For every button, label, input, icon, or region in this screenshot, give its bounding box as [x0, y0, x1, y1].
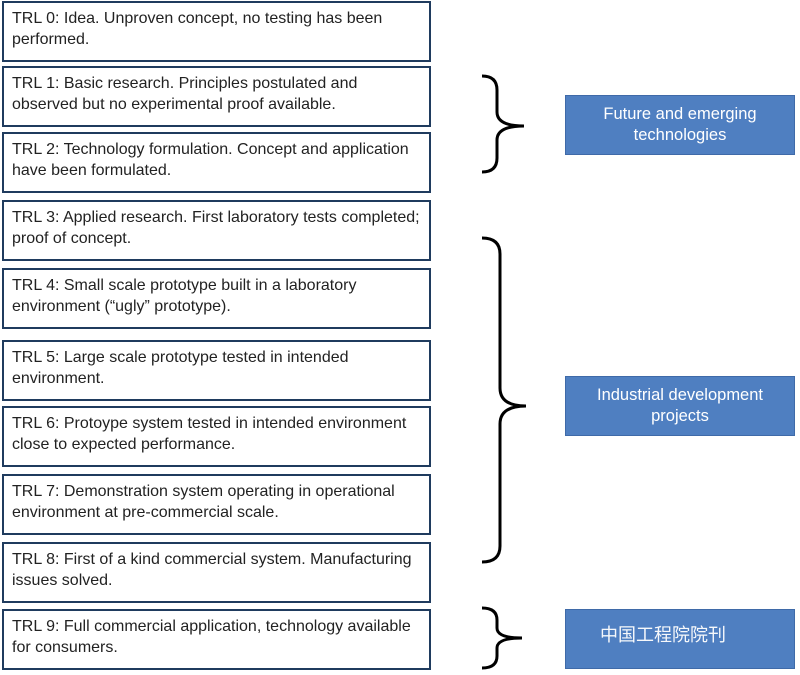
trl-level-2-text: TRL 2: Technology formulation. Concept a… [12, 141, 409, 179]
trl-level-6: TRL 6: Protoype system tested in intende… [2, 406, 431, 467]
trl-level-9-text: TRL 9: Full commercial application, tech… [12, 618, 411, 656]
trl-level-3-text: TRL 3: Applied research. First laborator… [12, 209, 420, 247]
trl-level-1: TRL 1: Basic research. Principles postul… [2, 66, 431, 127]
trl-level-4-text: TRL 4: Small scale prototype built in a … [12, 277, 357, 315]
watermark: 中国工程院院刊 [600, 625, 726, 645]
trl-level-7: TRL 7: Demonstration system operating in… [2, 474, 431, 535]
category-industrial-development: Industrial development projects [565, 376, 795, 436]
trl-level-8-text: TRL 8: First of a kind commercial system… [12, 551, 412, 589]
category-future-emerging-label: Future and emerging technologies [603, 105, 757, 144]
trl-level-3: TRL 3: Applied research. First laborator… [2, 200, 431, 261]
brace-industrial [481, 236, 527, 564]
trl-level-0: TRL 0: Idea. Unproven concept, no testin… [2, 1, 431, 62]
trl-level-8: TRL 8: First of a kind commercial system… [2, 542, 431, 603]
category-future-emerging: Future and emerging technologies [565, 95, 795, 155]
brace-commercial [481, 606, 523, 670]
category-commercial: 中国工程院院刊 [565, 609, 795, 669]
brace-future-emerging [481, 74, 525, 174]
trl-level-6-text: TRL 6: Protoype system tested in intende… [12, 415, 407, 453]
trl-level-0-text: TRL 0: Idea. Unproven concept, no testin… [12, 10, 383, 48]
trl-level-5: TRL 5: Large scale prototype tested in i… [2, 340, 431, 401]
trl-level-4: TRL 4: Small scale prototype built in a … [2, 268, 431, 329]
trl-level-5-text: TRL 5: Large scale prototype tested in i… [12, 349, 349, 387]
trl-level-9: TRL 9: Full commercial application, tech… [2, 609, 431, 670]
trl-level-7-text: TRL 7: Demonstration system operating in… [12, 483, 395, 521]
category-industrial-development-label: Industrial development projects [596, 386, 763, 425]
trl-level-1-text: TRL 1: Basic research. Principles postul… [12, 75, 358, 113]
trl-level-2: TRL 2: Technology formulation. Concept a… [2, 132, 431, 193]
